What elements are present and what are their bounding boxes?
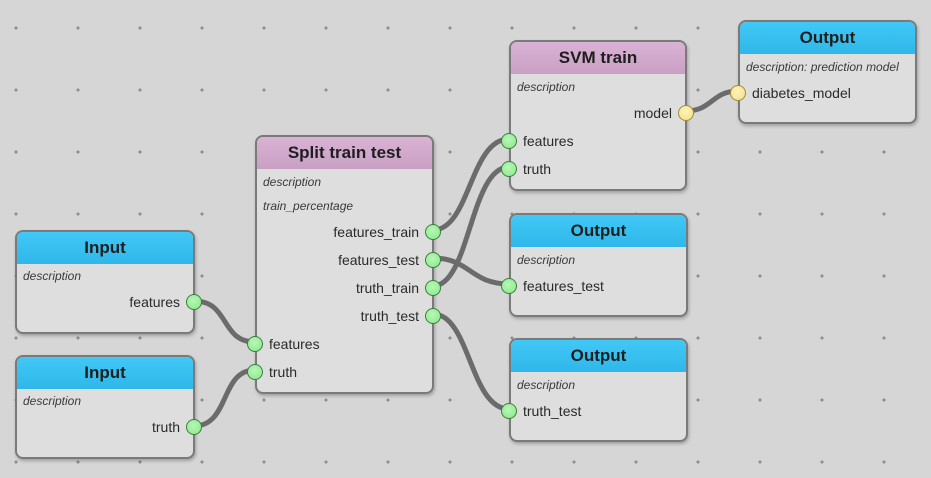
input-port-truth-test[interactable] [501, 403, 517, 419]
output-port-label: features_train [333, 224, 419, 240]
output-port-label: truth_train [355, 280, 419, 296]
output-port-truth-test[interactable] [425, 308, 441, 324]
output-port-label: features [129, 294, 180, 310]
input-port-label: truth_test [523, 403, 582, 419]
node-title: Split train test [257, 137, 432, 169]
output-port-model[interactable] [678, 105, 694, 121]
output-port-label: truth [151, 419, 180, 435]
output-port-label: truth_test [360, 308, 419, 324]
wire-input-truth-to-split[interactable] [191, 367, 258, 429]
input-node-features[interactable]: Input description features [15, 230, 202, 334]
node-description: description [517, 378, 576, 392]
wire-input-features-to-split[interactable] [191, 298, 258, 345]
output-port[interactable] [186, 294, 202, 310]
output-node-features-test[interactable]: Output description features_test [501, 213, 688, 317]
node-title: Input [17, 357, 193, 389]
input-port-label: truth [269, 364, 298, 380]
node-description: description [263, 175, 322, 189]
node-title: Output [511, 340, 686, 372]
input-port-features[interactable] [247, 336, 263, 352]
input-port-truth[interactable] [501, 161, 517, 177]
wire-truth-test-to-output[interactable] [430, 311, 512, 412]
wire-features-test-to-output[interactable] [430, 255, 512, 287]
node-description: description [23, 394, 82, 408]
node-description: description [517, 253, 576, 267]
input-port-features[interactable] [501, 133, 517, 149]
input-port-label: features [523, 133, 574, 149]
svm-train-node[interactable]: SVM train description model features tru… [501, 40, 694, 191]
input-port-truth[interactable] [247, 364, 263, 380]
output-node-diabetes-model[interactable]: Output description: prediction model dia… [730, 20, 917, 124]
input-node-truth[interactable]: Input description truth [15, 355, 202, 459]
input-port-label: features [269, 336, 320, 352]
input-port-features-test[interactable] [501, 278, 517, 294]
wire-truth-train-to-svm[interactable] [430, 164, 512, 289]
output-port-label: model [633, 105, 672, 121]
node-title: Output [511, 215, 686, 247]
output-port-features-train[interactable] [425, 224, 441, 240]
output-port-features-test[interactable] [425, 252, 441, 268]
input-port-label: truth [523, 161, 552, 177]
node-title: Input [17, 232, 193, 264]
output-port[interactable] [186, 419, 202, 435]
input-port-label: features_test [523, 278, 604, 294]
split-train-test-node[interactable]: Split train test description train_perce… [247, 135, 441, 394]
output-port-truth-train[interactable] [425, 280, 441, 296]
input-port-diabetes-model[interactable] [730, 85, 746, 101]
node-description: description: prediction model [746, 60, 899, 74]
wire-features-train-to-svm[interactable] [430, 136, 512, 233]
node-parameter: train_percentage [263, 199, 354, 213]
input-port-label: diabetes_model [752, 85, 851, 101]
node-description: description [517, 80, 576, 94]
output-node-truth-test[interactable]: Output description truth_test [501, 338, 688, 442]
node-description: description [23, 269, 82, 283]
node-title: Output [740, 22, 915, 54]
output-port-label: features_test [338, 252, 419, 268]
node-title: SVM train [511, 42, 685, 74]
